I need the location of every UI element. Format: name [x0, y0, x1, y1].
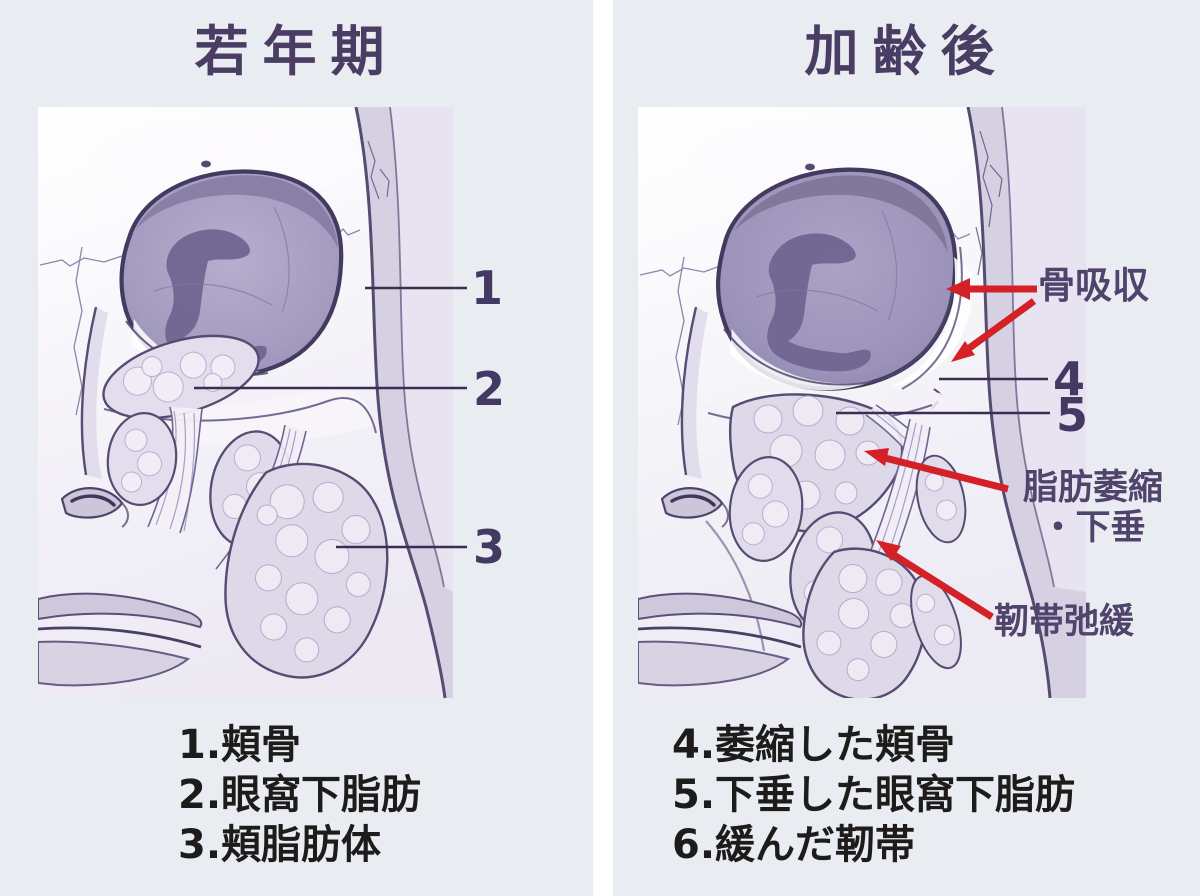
young-face-illustration: [38, 107, 453, 698]
young-temple-band: [354, 107, 453, 698]
young-buccal-fat-pad: [224, 462, 389, 679]
panel-divider: [593, 0, 613, 896]
aged-face-illustration: [638, 107, 1086, 698]
aged-legend-item-6: 6.緩んだ靭帯: [672, 822, 916, 868]
callout-number-2: 2: [472, 362, 506, 416]
young-legend-item-1: 1.頬骨: [178, 722, 302, 768]
aged-legend-item-5: 5.下垂した眼窩下脂肪: [672, 772, 1076, 818]
callout-number-4: 4: [1052, 352, 1086, 406]
young-nose: [60, 306, 129, 528]
young-nasal-fat-pad: [106, 412, 178, 506]
bone-resorption-label: 骨吸収: [1038, 264, 1149, 307]
aged-nasal-fat-pad: [728, 456, 804, 562]
young-legend-item-2: 2.眼窩下脂肪: [178, 772, 422, 818]
aged-nasolabial-fold: [705, 520, 766, 652]
aged-panel-title: 加齢後: [804, 20, 1009, 83]
fat-atrophy-label-line1: 脂肪萎縮: [1022, 468, 1163, 508]
aged-legend: 4.萎縮した頬骨 5.下垂した眼窩下脂肪 6.緩んだ靭帯: [672, 720, 1075, 870]
young-legend: 1.頬骨 2.眼窩下脂肪 3.頬脂肪体: [178, 720, 421, 870]
aged-nose: [660, 306, 729, 528]
young-legend-item-3: 3.頬脂肪体: [178, 822, 382, 868]
aged-lips: [638, 592, 803, 687]
callout-number-5: 5: [1055, 388, 1089, 442]
young-supraorbital-mark: [201, 160, 211, 168]
callout-number-3: 3: [472, 520, 506, 574]
fat-atrophy-label-line2: ・下垂: [1040, 508, 1146, 548]
aged-temple-band: [966, 107, 1086, 698]
young-lips: [38, 592, 203, 687]
fat-atrophy-label: 脂肪萎縮 ・下垂: [1008, 468, 1178, 548]
young-infraorbital-fat-pad: [102, 334, 260, 420]
aged-supraorbital-mark: [805, 163, 815, 171]
aged-legend-item-4: 4.萎縮した頬骨: [672, 722, 956, 768]
ligament-laxity-label: 靭帯弛緩: [994, 602, 1135, 642]
callout-number-1: 1: [470, 261, 504, 315]
aged-eye-socket: [715, 167, 974, 410]
young-panel-title: 若年期: [194, 20, 399, 83]
